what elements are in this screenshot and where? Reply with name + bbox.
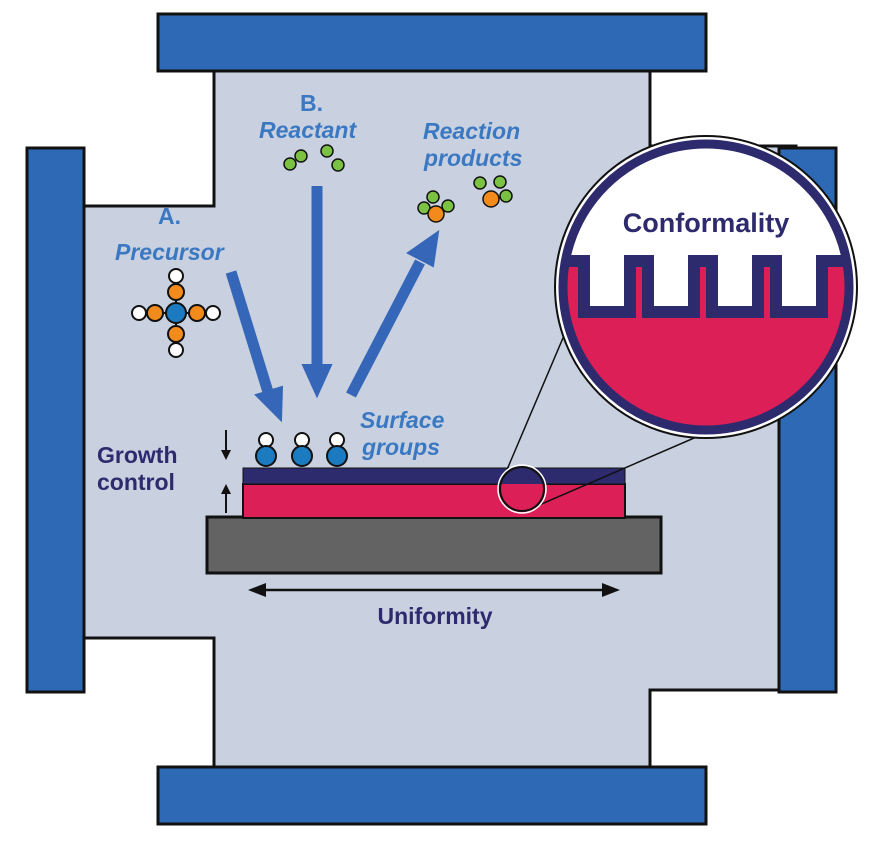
product-molecule-1 [417, 190, 455, 223]
substrate [205, 515, 663, 575]
reactant-letter: B. [300, 90, 323, 116]
surface-group-2 [291, 432, 313, 467]
conformality-label: Conformality [623, 208, 790, 238]
surface-group-1 [255, 432, 277, 467]
reactant-arrow [301, 186, 333, 399]
flange-bottom [156, 765, 708, 826]
zoom-source-circle [497, 464, 547, 514]
uniformity-label: Uniformity [378, 603, 493, 629]
zoom-line-lower [529, 431, 709, 510]
products-label-line1: Reaction [423, 118, 520, 144]
products-arrow [346, 229, 440, 398]
product-molecule-2 [473, 175, 513, 208]
reactant-molecule-1 [283, 149, 308, 171]
conformality-inset: Conformality [554, 135, 858, 439]
reactant-molecule-2 [320, 144, 345, 172]
reactant-label: Reactant [259, 117, 357, 143]
growth-control-arrows [221, 430, 231, 513]
flange-top [156, 12, 708, 73]
trench-substrate [563, 267, 849, 430]
surface-label-line1: Surface [360, 407, 445, 433]
film-layer-top [242, 467, 626, 485]
products-label-line2: products [423, 145, 522, 171]
precursor-arrow [225, 270, 284, 423]
growth-label-line1: Growth [97, 442, 178, 468]
precursor-molecule [131, 268, 221, 358]
film-layer-bottom [242, 483, 626, 519]
precursor-label: Precursor [115, 239, 225, 265]
surface-label-line2: groups [361, 434, 440, 460]
surface-group-3 [326, 432, 348, 467]
uniformity-arrow [248, 583, 620, 597]
flange-left [25, 146, 86, 694]
precursor-letter: A. [158, 203, 181, 229]
growth-label-line2: control [97, 469, 175, 495]
